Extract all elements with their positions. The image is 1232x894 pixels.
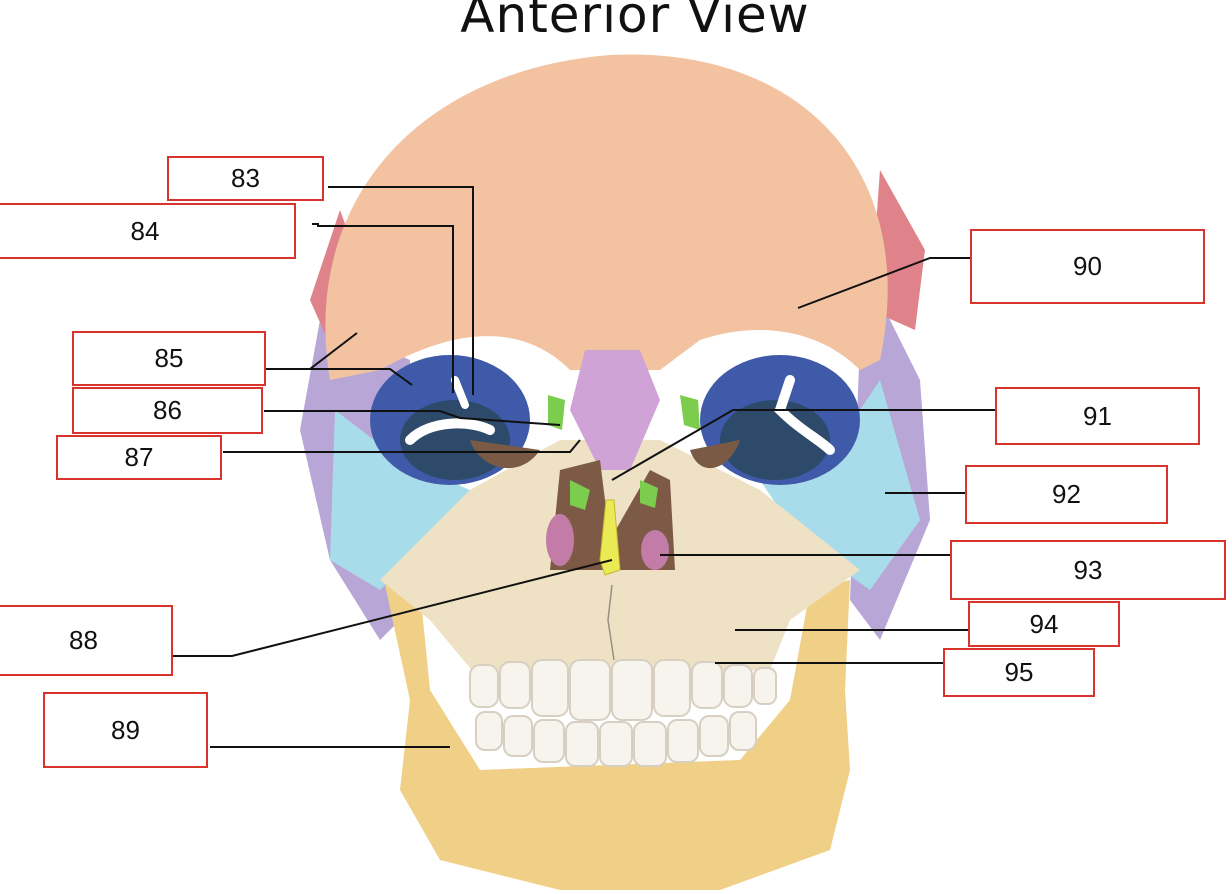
lacrimal-bone-right [680,395,700,430]
label-box-94[interactable]: 94 [968,601,1120,647]
lacrimal-bone-left [548,395,565,430]
label-box-87[interactable]: 87 [56,435,222,480]
label-box-91[interactable]: 91 [995,387,1200,445]
label-box-85[interactable]: 85 [72,331,266,386]
teeth [469,659,777,767]
mandible [385,580,850,890]
vomer [599,499,621,576]
label-box-86[interactable]: 86 [72,387,263,434]
label-box-88[interactable]: 88 [0,605,173,676]
label-box-90[interactable]: 90 [970,229,1205,304]
label-box-84[interactable]: 84 [0,203,296,259]
zygomatic-bone-left [330,410,470,590]
label-box-93[interactable]: 93 [950,540,1226,600]
label-box-92[interactable]: 92 [965,465,1168,524]
label-box-89[interactable]: 89 [43,692,208,768]
label-box-95[interactable]: 95 [943,648,1095,697]
label-box-83[interactable]: 83 [167,156,324,201]
diagram-title: Anterior View [460,0,810,44]
nasal-bone [570,350,660,470]
leader-lines [173,186,995,748]
frontal-bone [325,54,888,381]
